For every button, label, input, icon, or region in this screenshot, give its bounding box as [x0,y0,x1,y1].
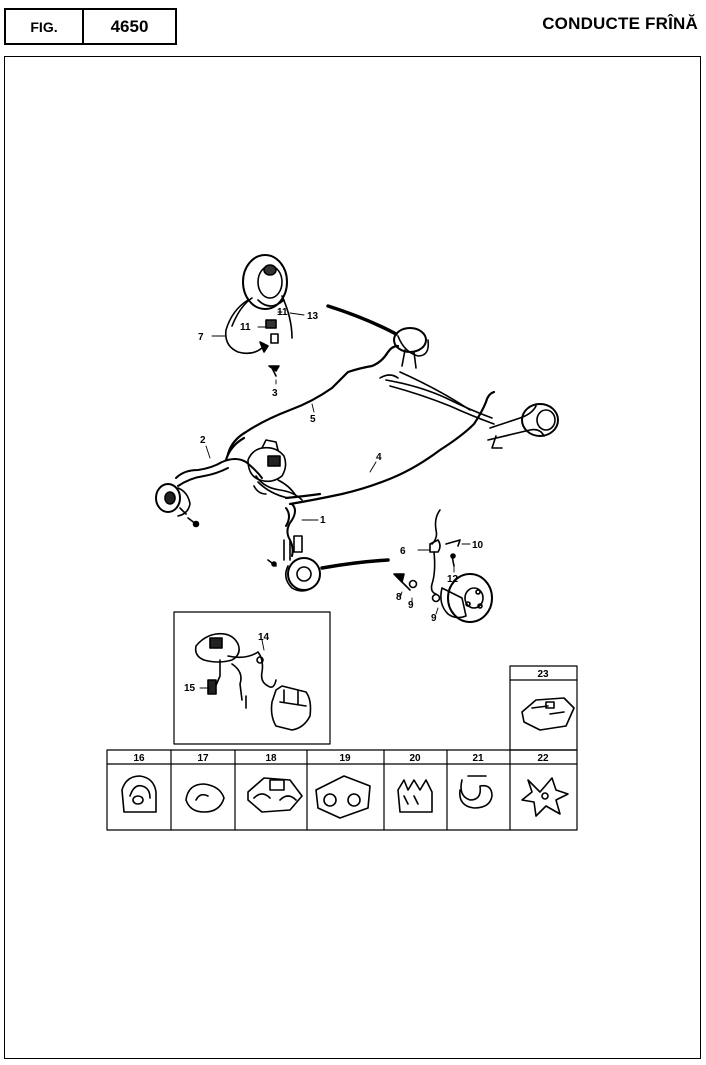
clip-18-icon [247,777,303,813]
front-left-disc-brake [155,483,200,528]
clip-cell-17: 17 [197,753,209,764]
brake-pipe-4 [284,390,496,506]
callout-4: 4 [376,452,382,463]
callout-15: 15 [184,683,196,694]
callout-9a: 9 [408,600,414,611]
clip-cell-22: 22 [537,753,549,764]
callout-leaders [199,311,471,689]
callout-5: 5 [310,414,316,425]
brake-pipe-5 [224,344,400,462]
clip-cell-23: 23 [537,669,549,680]
clip-cell-20: 20 [409,753,421,764]
clip-cell-18: 18 [265,753,277,764]
figure-number: 4650 [110,16,149,36]
figure-label: FIG. [6,10,84,43]
callout-8: 8 [396,592,402,603]
rear-left-drum-brake [224,254,293,355]
rear-axle [379,327,559,449]
clip-21-icon [458,775,493,809]
callout-11a: 11 [277,307,288,318]
leader-line-front [320,558,390,570]
master-cylinder-cluster [247,439,303,501]
callout-9b: 9 [431,613,437,624]
clip-17-icon [185,783,225,813]
callout-3: 3 [272,388,278,399]
callout-2: 2 [200,435,206,446]
callout-1: 1 [320,515,326,526]
clip-16-icon [121,775,157,813]
callout-13: 13 [307,311,319,322]
clip-23-icon [521,697,575,731]
abs-inset [173,611,331,745]
clip-cell-16: 16 [133,753,145,764]
figure-box: FIG. 4650 [4,8,177,45]
callout-7: 7 [198,332,204,343]
callout-11b: 11 [240,322,251,333]
callout-10: 10 [472,540,484,551]
brake-pipe-1 [285,503,296,557]
diagram-frame [4,56,701,1059]
clip-cell-19: 19 [339,753,351,764]
front-disc-detail [393,509,493,623]
page-title: CONDUCTE FRÎNĂ [542,14,698,33]
clip-19-icon [315,775,371,819]
brake-pipe-2 [175,458,263,487]
callout-12: 12 [447,574,459,585]
clip-table [106,665,578,831]
callout-14: 14 [258,632,270,643]
clip-20-icon [397,779,433,813]
callout-6: 6 [400,546,406,557]
clip-cell-21: 21 [472,753,484,764]
leader-line-rear [326,304,398,336]
clip-22-icon [521,777,569,817]
bleed-screw [268,365,280,377]
front-right-disc-brake [267,535,321,592]
